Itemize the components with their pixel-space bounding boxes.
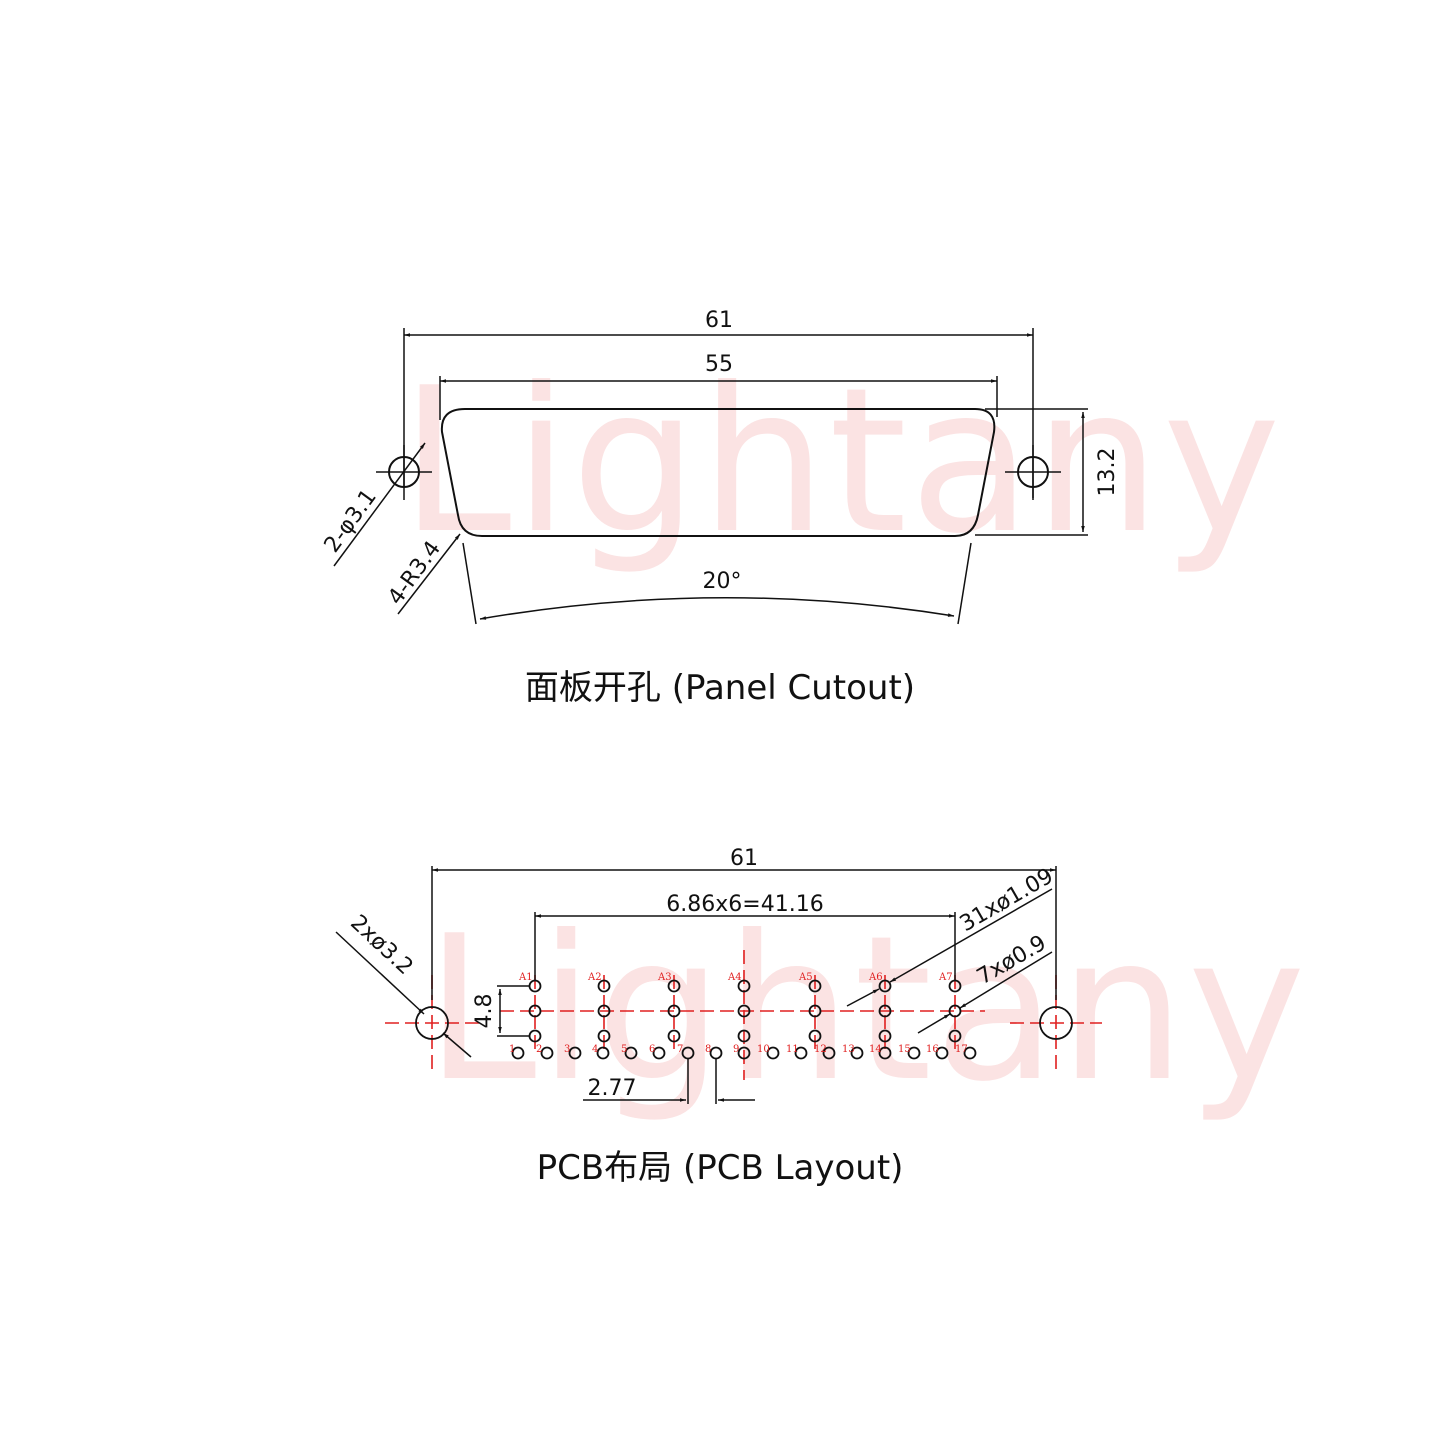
svg-text:A5: A5 (798, 972, 813, 983)
pcb-layout-caption: PCB布局 (PCB Layout) (536, 1148, 904, 1188)
pcb-layout-drawing (335, 866, 1102, 1104)
svg-text:A4: A4 (727, 972, 742, 983)
a-column-holes (528, 979, 962, 1043)
panel-dim-61: 61 (705, 308, 733, 333)
svg-text:17: 17 (955, 1044, 968, 1055)
panel-dim-angle: 20° (703, 569, 742, 594)
pcb-dim-a-pitch: 6.86x6=41.16 (666, 892, 823, 917)
svg-text:5: 5 (621, 1044, 627, 1055)
pin-number-labels: 1 2 3 4 5 6 7 8 9 10 11 12 13 14 15 16 1… (509, 1044, 968, 1055)
svg-text:A1: A1 (518, 972, 533, 983)
svg-text:10: 10 (757, 1044, 770, 1055)
svg-text:9: 9 (733, 1044, 739, 1055)
svg-text:4: 4 (592, 1044, 598, 1055)
svg-text:2: 2 (536, 1044, 542, 1055)
svg-text:11: 11 (786, 1044, 799, 1055)
svg-text:A6: A6 (868, 972, 883, 983)
svg-text:8: 8 (705, 1044, 711, 1055)
svg-text:A2: A2 (587, 972, 602, 983)
svg-text:15: 15 (898, 1044, 911, 1055)
watermark-top: Lightany (400, 345, 1283, 578)
panel-dim-13-2: 13.2 (1095, 448, 1120, 497)
svg-text:13: 13 (842, 1044, 855, 1055)
d-sub-cutout-outline (440, 408, 996, 537)
svg-text:6: 6 (649, 1044, 655, 1055)
pcb-dim-mount-holes: 2xø3.2 (345, 910, 417, 980)
svg-text:14: 14 (869, 1044, 882, 1055)
svg-text:16: 16 (926, 1044, 939, 1055)
panel-dim-55: 55 (705, 352, 733, 377)
svg-text:3: 3 (564, 1044, 570, 1055)
svg-text:A7: A7 (938, 972, 953, 983)
watermark-bottom: Lightany (425, 893, 1308, 1126)
svg-text:A3: A3 (657, 972, 672, 983)
pcb-mount-hole-right-icon (1039, 1006, 1073, 1040)
pcb-dim-pin-pitch: 2.77 (588, 1076, 637, 1101)
svg-text:1: 1 (509, 1044, 515, 1055)
svg-text:7: 7 (677, 1044, 683, 1055)
pcb-dim-row-spacing: 4.8 (472, 994, 497, 1029)
panel-cutout-drawing (333, 328, 1088, 625)
svg-text:12: 12 (814, 1044, 827, 1055)
panel-cutout-caption: 面板开孔 (Panel Cutout) (524, 668, 916, 708)
pcb-dim-61: 61 (730, 846, 758, 871)
panel-dim-mount-holes: 2-φ3.1 (320, 485, 382, 557)
pcb-mount-hole-left-icon (415, 1006, 449, 1040)
a-position-labels: A1 A2 A3 A4 A5 A6 A7 (518, 972, 953, 983)
